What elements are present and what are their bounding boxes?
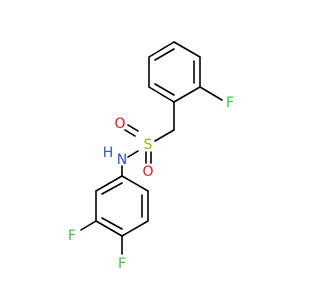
bond bbox=[148, 86, 175, 103]
bond bbox=[148, 41, 175, 58]
double-bond bbox=[101, 182, 123, 195]
fluorophenyl-ring bbox=[148, 41, 223, 103]
bond bbox=[199, 86, 223, 101]
bond bbox=[173, 41, 201, 58]
nitrogen-hydrogen-label: H bbox=[103, 145, 114, 161]
double-bond bbox=[127, 124, 139, 132]
bond bbox=[95, 220, 123, 237]
difluorophenyl-ring bbox=[80, 175, 149, 255]
bond bbox=[173, 86, 201, 103]
fluorine-atom-label: F bbox=[68, 228, 76, 244]
fluorine-atom-label: F bbox=[226, 95, 234, 111]
sulfonyl-linker bbox=[121, 101, 175, 177]
bond bbox=[154, 129, 175, 142]
bond bbox=[121, 175, 149, 192]
double-bond bbox=[154, 83, 175, 96]
double-bond bbox=[154, 48, 175, 61]
nitrogen-atom-label: N bbox=[117, 152, 127, 168]
bond bbox=[95, 175, 123, 192]
oxygen-atom-label: O bbox=[142, 164, 153, 180]
bond bbox=[121, 220, 149, 237]
bond bbox=[127, 150, 139, 158]
structure-canvas: F S O O N H F F bbox=[68, 41, 234, 272]
sulfur-atom-label: S bbox=[144, 137, 153, 153]
bond bbox=[80, 220, 97, 231]
fluorine-atom-label: F bbox=[118, 256, 126, 272]
molecule-drawing: F S O O N H F F bbox=[68, 41, 234, 272]
double-bond bbox=[124, 129, 136, 137]
double-bond bbox=[101, 217, 123, 230]
oxygen-atom-label: O bbox=[114, 116, 125, 132]
